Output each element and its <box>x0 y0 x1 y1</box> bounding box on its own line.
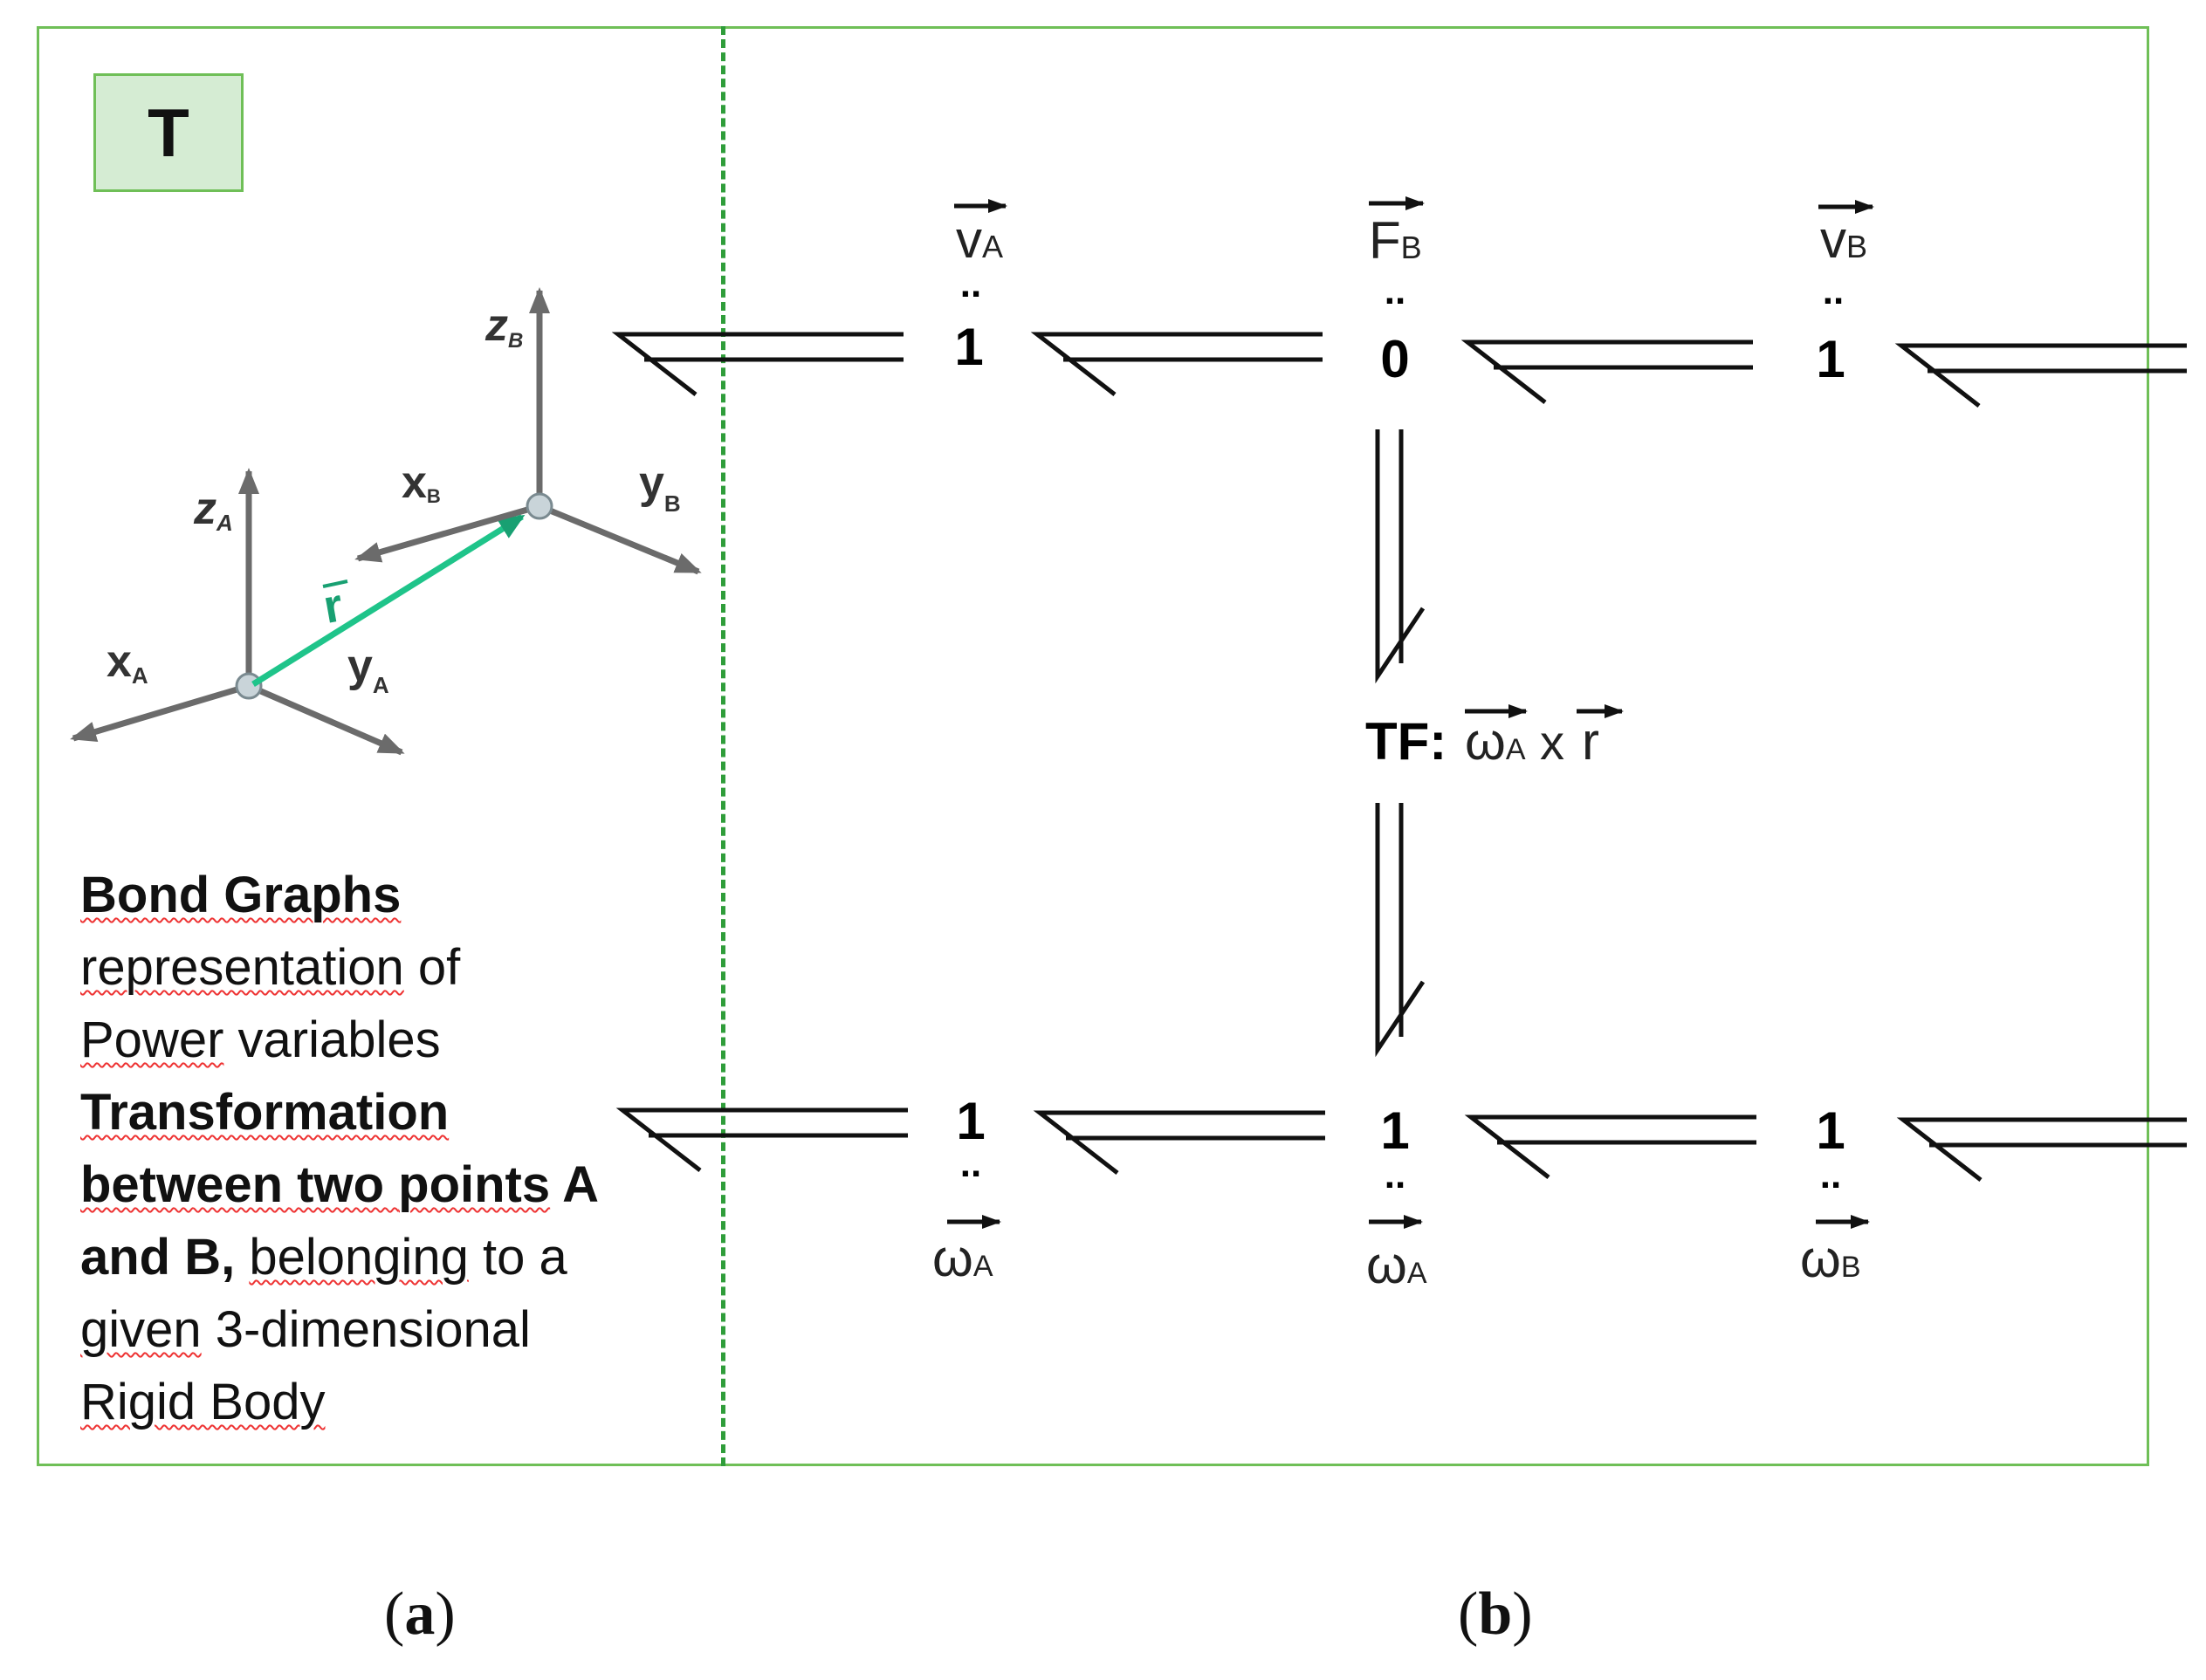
junction-top-1b: 1 <box>1816 330 1845 388</box>
dots-bottom-3: .. <box>1820 1154 1841 1197</box>
r-overbar <box>322 579 348 588</box>
junction-bottom-2: 1 <box>1380 1101 1409 1160</box>
dots-bottom-2: .. <box>1385 1154 1405 1197</box>
label-wa-1: ωA <box>932 1229 993 1287</box>
junction-bottom-1: 1 <box>956 1092 985 1150</box>
junction-top-1: 1 <box>954 318 983 376</box>
bond-top-2 <box>1460 339 1753 404</box>
zb-label: zB <box>484 300 523 353</box>
xb-axis <box>354 503 540 563</box>
desc-line-2: representation of <box>80 939 461 996</box>
label-wb: ωB <box>1800 1230 1861 1288</box>
tf-cross: x <box>1540 715 1564 770</box>
bond-bottom-1 <box>1033 1110 1325 1175</box>
desc-line-8: Rigid Body <box>80 1374 326 1430</box>
transformer-element: TF: ωA x r <box>1365 704 1624 771</box>
xa-axis <box>70 682 251 743</box>
top-row: 1 0 1 .. .. .. vA FB vB <box>954 196 1874 388</box>
bottom-row: 1 1 1 .. .. .. ωA ωA ωB <box>932 1092 1870 1294</box>
label-va: vA <box>956 210 1003 269</box>
figure-frame <box>37 26 2149 1466</box>
za-label: zA <box>193 483 233 536</box>
junction-top-0: 0 <box>1380 330 1409 388</box>
label-vb: vB <box>1820 210 1867 269</box>
transformer-label: T <box>148 93 189 171</box>
yb-axis <box>538 503 702 575</box>
tf-omega: ωA <box>1465 712 1526 771</box>
bond-bottom-2 <box>1464 1114 1756 1179</box>
xb-label: xB <box>402 457 441 508</box>
desc-line-1: Bond Graphs <box>80 867 402 923</box>
tf-r: r <box>1582 712 1599 771</box>
desc-line-4: Transformation <box>80 1084 450 1141</box>
bond-v-lower <box>1375 803 1426 1058</box>
dots-top-3: .. <box>1823 270 1844 312</box>
yb-label: yB <box>639 457 681 517</box>
dots-bottom-1: .. <box>960 1142 981 1185</box>
label-wa-2: ωA <box>1366 1236 1427 1294</box>
dots-top-1: .. <box>960 263 981 305</box>
desc-line-5: between two points A <box>80 1156 599 1213</box>
bond-bottom-3 <box>1896 1117 2187 1182</box>
transformer-label-box: T <box>93 73 244 192</box>
desc-line-6: and B, belonging to a <box>80 1229 567 1286</box>
description: Bond Graphs representation of Power vari… <box>80 859 691 1438</box>
caption-a: (a) <box>384 1581 456 1648</box>
ya-label: yA <box>347 641 389 698</box>
xa-label: xA <box>107 636 148 689</box>
ya-axis <box>247 682 405 756</box>
point-b <box>526 492 553 520</box>
top-row-bonds <box>611 332 2187 408</box>
tf-label: TF: <box>1365 712 1447 771</box>
junction-bottom-3: 1 <box>1816 1101 1845 1160</box>
frame-b: zB xB yB <box>354 287 702 575</box>
desc-line-7: given 3-dimensional <box>80 1301 531 1358</box>
caption-b: (b) <box>1458 1581 1533 1648</box>
label-fb: FB <box>1369 211 1422 270</box>
bond-top-1 <box>1030 332 1323 396</box>
bottom-row-bonds <box>615 1107 2187 1182</box>
bond-top-0 <box>611 332 904 396</box>
bond-v-upper <box>1375 429 1426 684</box>
desc-line-3: Power variables <box>80 1011 441 1068</box>
r-vector <box>251 514 526 687</box>
bond-bottom-0 <box>615 1107 908 1172</box>
panel-divider <box>721 26 725 1466</box>
dots-top-2: .. <box>1385 270 1405 312</box>
vertical-bonds <box>1375 429 1426 1058</box>
frame-a: zA xA yA <box>70 468 405 756</box>
bond-top-3 <box>1894 343 2187 408</box>
